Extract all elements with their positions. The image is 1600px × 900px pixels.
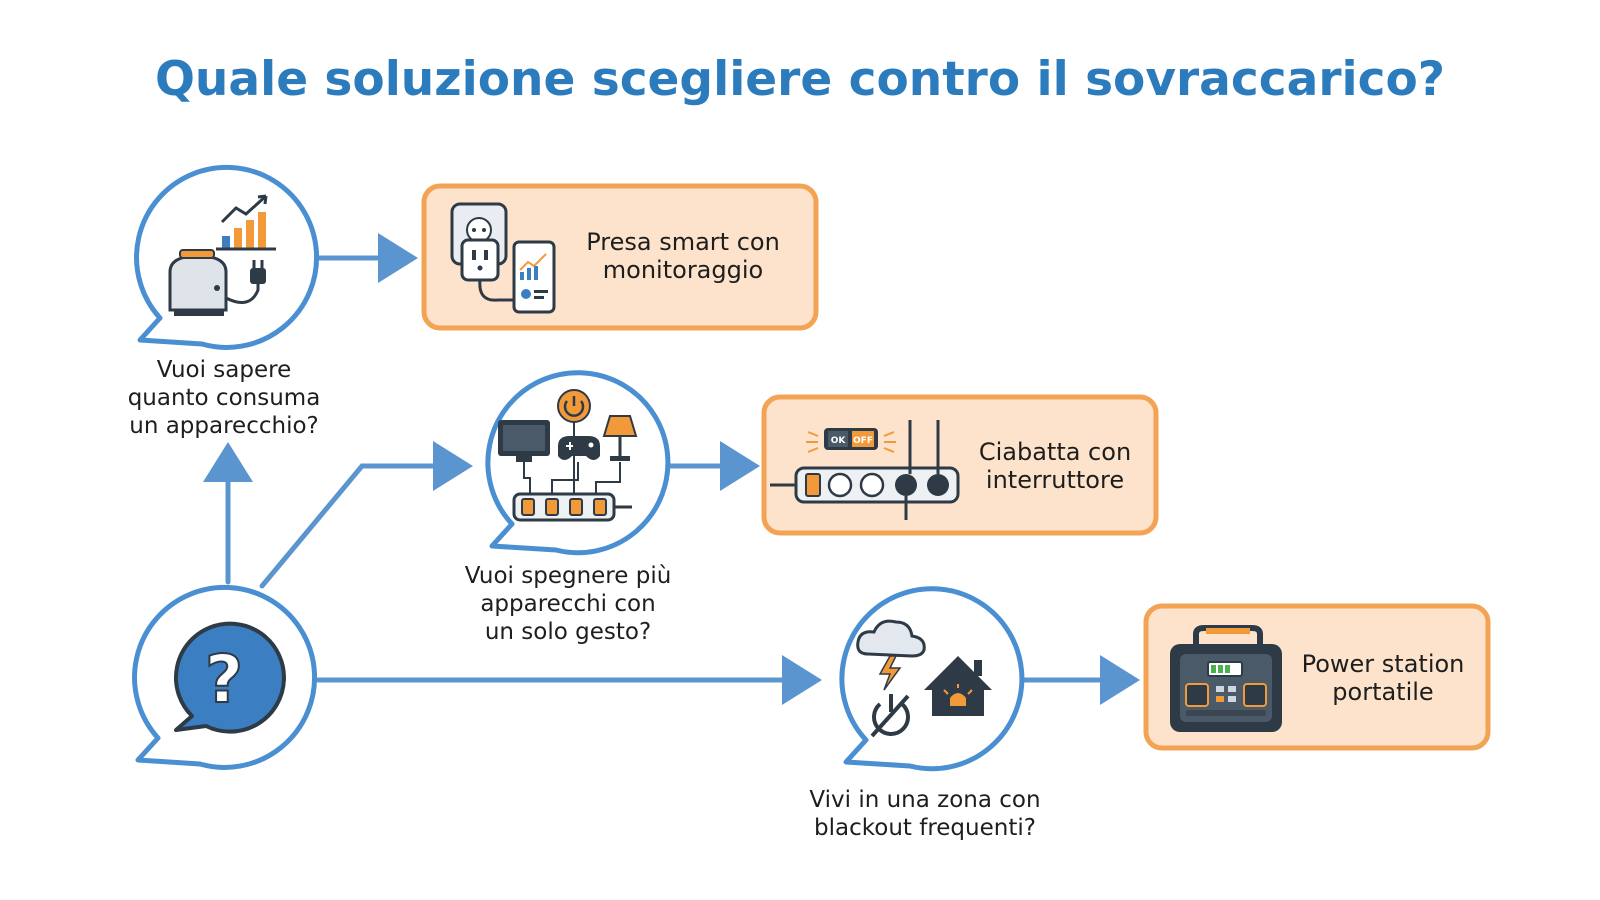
- solution-label-smart-plug: Presa smart con monitoraggio: [586, 228, 780, 284]
- devices-power-strip-icon: [498, 389, 638, 522]
- storm-house-power-off-icon: [856, 619, 992, 738]
- start-bubble: ?: [132, 584, 318, 770]
- switch-off-text: OFF: [853, 436, 873, 446]
- portable-power-station-icon: [1170, 625, 1282, 732]
- question-label-consumption: Vuoi sapere quanto consuma un apparecchi…: [127, 357, 321, 439]
- question-bubble-consumption: [134, 164, 320, 350]
- question-mark-icon: ?: [173, 621, 286, 734]
- switch-ok-text: OK: [831, 436, 847, 446]
- connectors: [203, 233, 1140, 705]
- solution-box-power-station: [1143, 603, 1491, 751]
- question-bubble-multi-off: [485, 370, 671, 556]
- svg-text:?: ?: [205, 641, 243, 718]
- question-label-blackout: Vivi in una zona con blackout frequenti?: [809, 787, 1041, 841]
- question-label-multi-off: Vuoi spegnere più apparecchi con un solo…: [464, 563, 672, 645]
- arrow-start-to-multi-off: [259, 441, 473, 589]
- question-bubble-blackout: [839, 586, 1025, 772]
- smart-plug-phone-icon: [450, 202, 556, 314]
- solution-label-power-strip: Ciabatta con interruttore: [978, 438, 1132, 494]
- page-title: Quale soluzione scegliere contro il sovr…: [154, 52, 1446, 107]
- solution-label-power-station: Power station portatile: [1301, 650, 1465, 706]
- solution-box-smart-plug: [421, 183, 819, 331]
- solution-box-power-strip: OK OFF: [761, 394, 1159, 536]
- switch-power-strip-icon: OK OFF: [770, 420, 960, 520]
- toaster-plug-chart-icon: [168, 194, 276, 316]
